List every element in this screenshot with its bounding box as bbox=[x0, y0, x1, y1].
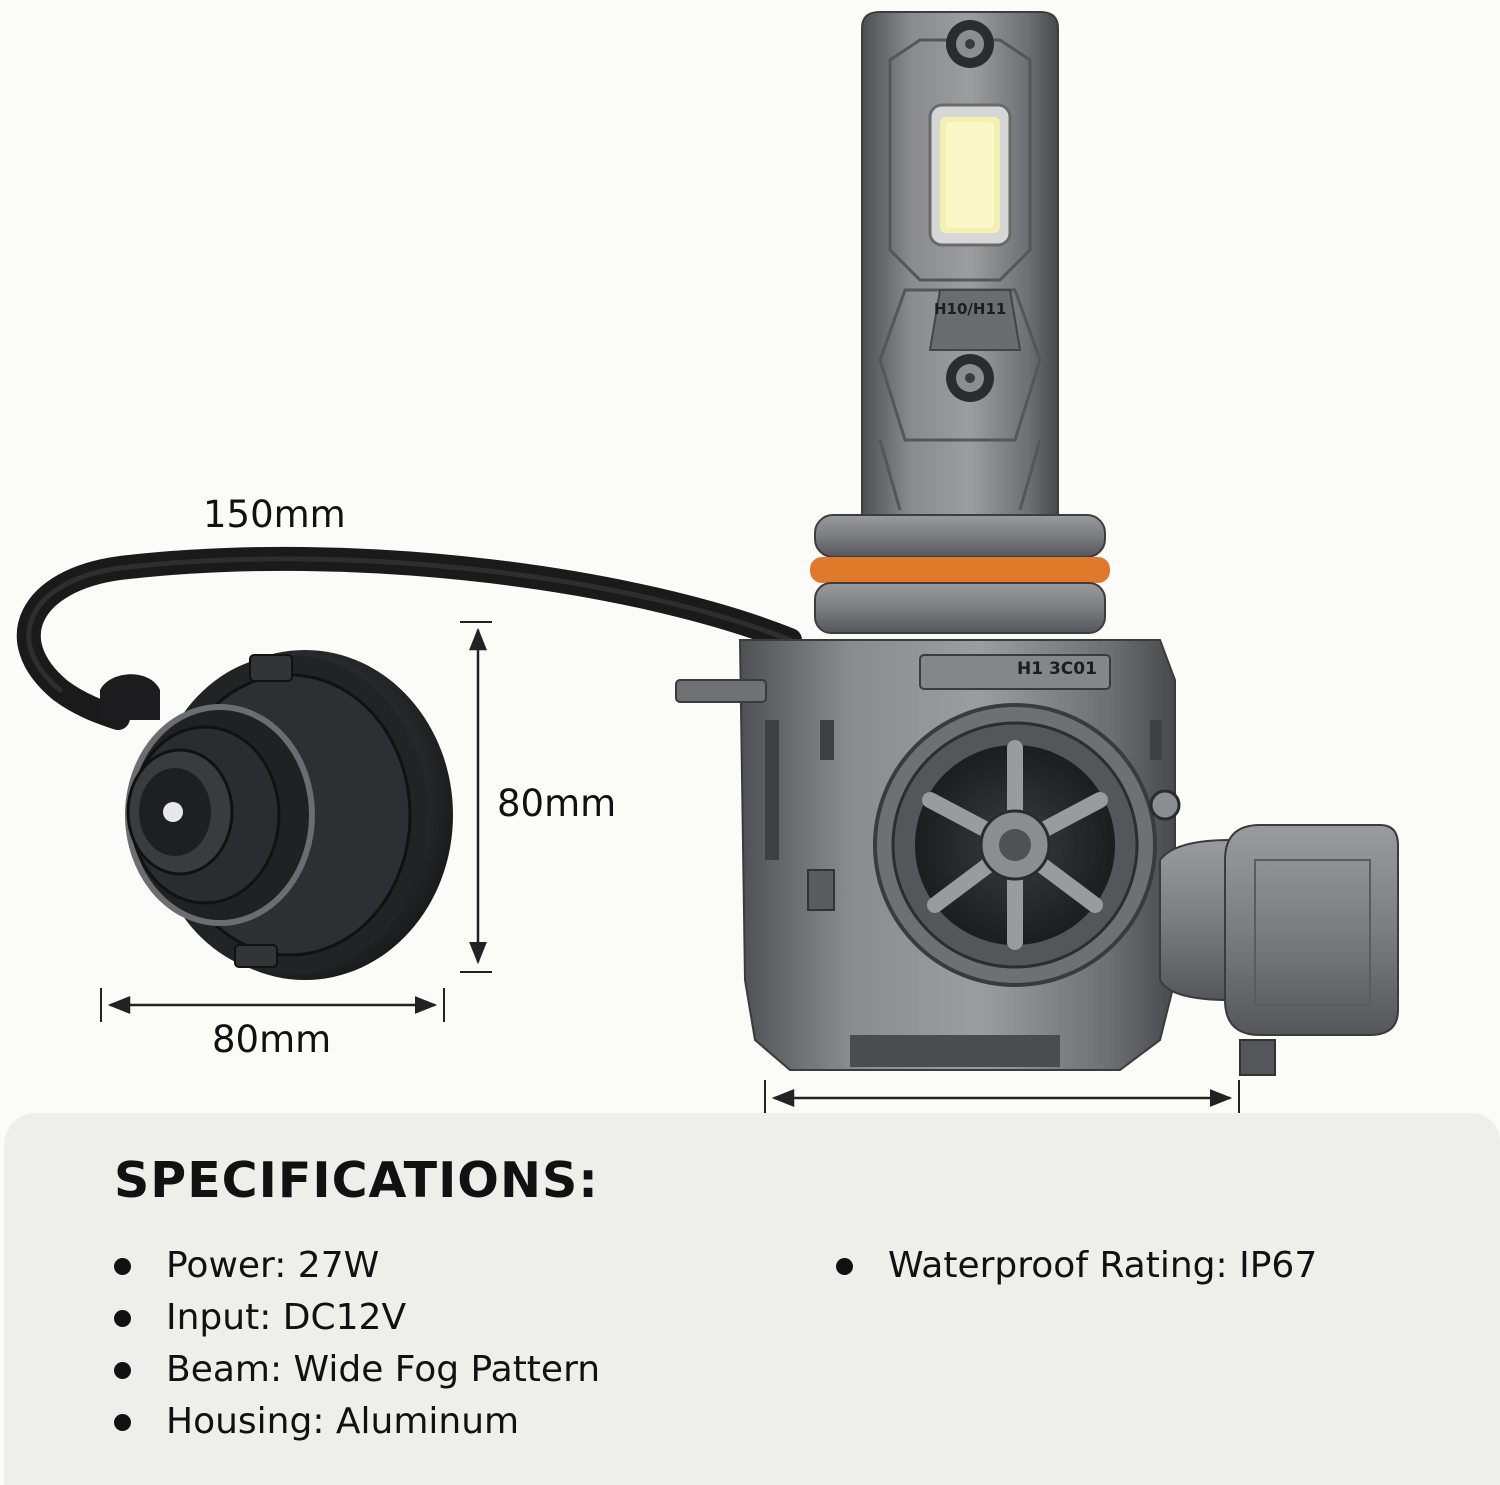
specifications-panel bbox=[4, 1113, 1500, 1485]
cable-length-label: 150mm bbox=[203, 493, 346, 536]
side-plug bbox=[1159, 824, 1399, 1076]
bullet-icon bbox=[114, 1258, 131, 1275]
specifications-title: SPECIFICATIONS: bbox=[114, 1152, 599, 1209]
bullet-icon bbox=[114, 1310, 131, 1327]
led-bulb bbox=[861, 11, 1059, 521]
bullet-icon bbox=[114, 1414, 131, 1431]
bulb-collar bbox=[810, 514, 1110, 634]
bullet-icon bbox=[114, 1362, 131, 1379]
spec-text: Housing: Aluminum bbox=[166, 1401, 520, 1442]
base-label: H1 3C01 bbox=[1017, 659, 1097, 679]
round-connector bbox=[100, 650, 453, 980]
height-label: 80mm bbox=[497, 782, 617, 825]
spec-text: Beam: Wide Fog Pattern bbox=[166, 1349, 601, 1390]
width-label: 80mm bbox=[212, 1018, 332, 1061]
spec-text: Power: 27W bbox=[166, 1245, 380, 1286]
bullet-icon bbox=[836, 1258, 853, 1275]
spec-text: Input: DC12V bbox=[166, 1297, 407, 1338]
spec-text: Waterproof Rating: IP67 bbox=[888, 1245, 1318, 1286]
bulb-housing bbox=[675, 639, 1181, 1071]
chip-label: H10/H11 bbox=[934, 300, 1007, 318]
